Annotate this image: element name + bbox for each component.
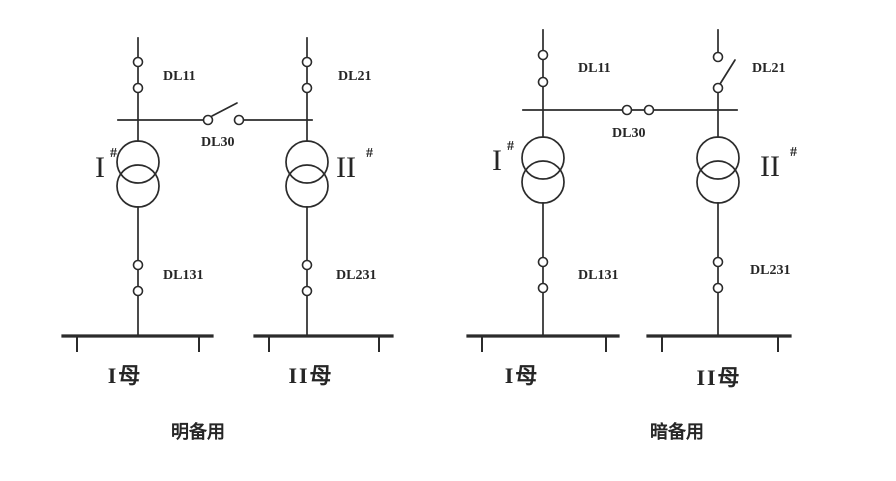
- breaker-dl30-contact-icon: [643, 104, 655, 116]
- breaker-dl231-contact-icon: [301, 285, 313, 297]
- breaker-label-dl231: DL231: [336, 268, 376, 283]
- breaker-dl131-contact-icon: [132, 259, 144, 271]
- transformer-I-coil-icon: [521, 136, 565, 180]
- transformer-II-label: II: [336, 151, 356, 184]
- breaker-dl21-contact-icon: [301, 82, 313, 94]
- breaker-dl30-contact-icon: [202, 114, 214, 126]
- bus-II-label: II母: [696, 365, 741, 390]
- breaker-label-dl21: DL21: [752, 61, 785, 76]
- breaker-label-dl131: DL131: [163, 268, 203, 283]
- transformer-I-coil-icon: [116, 164, 160, 208]
- breaker-dl131-contact-icon: [132, 285, 144, 297]
- breaker-dl231-contact-icon: [301, 259, 313, 271]
- tie-breaker-open-blade: [211, 102, 238, 117]
- breaker-dl21-contact-icon: [712, 51, 724, 63]
- transformer-I-coil-icon: [116, 140, 160, 184]
- breaker-dl30-contact-icon: [621, 104, 633, 116]
- transformer-I-label: I: [95, 151, 105, 184]
- breaker-label-dl30: DL30: [612, 126, 645, 141]
- bus-II-label: II母: [288, 363, 333, 388]
- transformer-II-sup: #: [366, 146, 373, 161]
- transformer-I-sup: #: [110, 146, 117, 161]
- breaker-label-dl30: DL30: [201, 135, 234, 150]
- breaker-dl11-contact-icon: [132, 56, 144, 68]
- diagram-caption: 暗备用: [650, 421, 704, 442]
- bus-I-label: I母: [108, 363, 143, 388]
- breaker-dl231-contact-icon: [712, 256, 724, 268]
- breaker-label-dl11: DL11: [163, 69, 196, 84]
- breaker-dl11-contact-icon: [537, 49, 549, 61]
- transformer-I-coil-icon: [521, 160, 565, 204]
- breaker-dl131-contact-icon: [537, 256, 549, 268]
- diagram-explicit-standby: DL11 DL21 DL30 DL131 DL231 I # II # I母 I…: [61, 37, 394, 442]
- diagram-hidden-standby: DL11 DL21 DL30 DL131 DL231 I # II # I母 I…: [466, 29, 797, 442]
- breaker-dl11-contact-icon: [537, 76, 549, 88]
- breaker-dl11-contact-icon: [132, 82, 144, 94]
- breaker-dl21-contact-icon: [712, 82, 724, 94]
- transformer-I-sup: #: [507, 139, 514, 154]
- breaker-dl21-contact-icon: [301, 56, 313, 68]
- breaker-label-dl21: DL21: [338, 69, 371, 84]
- transformer-II-coil-icon: [696, 136, 740, 180]
- transformer-II-coil-icon: [285, 164, 329, 208]
- diagram-caption: 明备用: [171, 421, 225, 442]
- breaker-label-dl131: DL131: [578, 268, 618, 283]
- breaker-dl21-open-blade: [719, 59, 736, 85]
- breaker-dl231-contact-icon: [712, 282, 724, 294]
- breaker-dl30-contact-icon: [233, 114, 245, 126]
- transformer-II-coil-icon: [696, 160, 740, 204]
- transformer-I-label: I: [492, 144, 502, 177]
- transformer-II-coil-icon: [285, 140, 329, 184]
- transformer-II-label: II: [760, 150, 780, 183]
- breaker-label-dl231: DL231: [750, 263, 790, 278]
- transformer-II-sup: #: [790, 145, 797, 160]
- breaker-dl131-contact-icon: [537, 282, 549, 294]
- breaker-label-dl11: DL11: [578, 61, 611, 76]
- bus-I-label: I母: [505, 363, 540, 388]
